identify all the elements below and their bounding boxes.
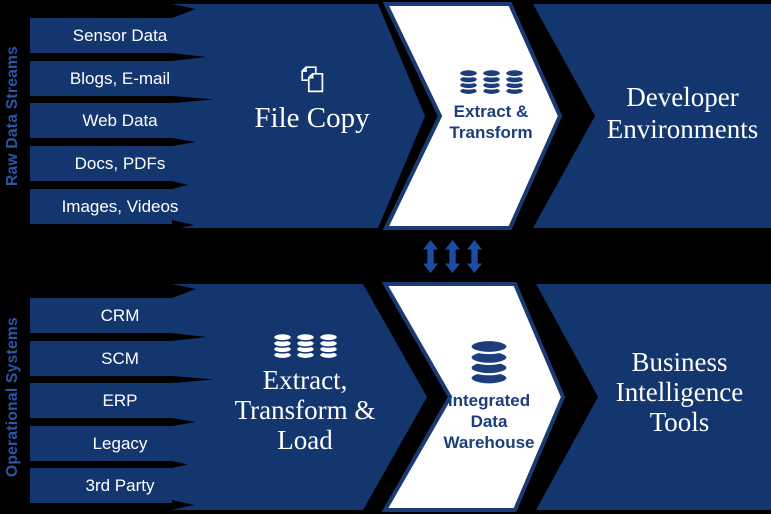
warehouse-stage: Integrated Data Warehouse: [407, 284, 571, 510]
etl-label-line2: Transform &: [234, 395, 376, 425]
source-bar-label: ERP: [102, 390, 138, 410]
source-bar-label: Web Data: [82, 110, 158, 130]
file-copy-chevron-shape: [172, 4, 425, 228]
raw-data-streams-label: Raw Data Streams: [4, 45, 21, 187]
database-stack-icon: [458, 69, 525, 95]
double-arrow-icon: [467, 240, 482, 273]
source-bar-scm: SCM: [30, 341, 172, 376]
etl-label-line1: Extract,: [262, 365, 348, 395]
source-bar-crm: CRM: [30, 298, 172, 333]
business-intelligence-line3: Tools: [649, 407, 710, 437]
etl-stage: Extract, Transform & Load: [175, 284, 435, 510]
business-intelligence-stage: Business Intelligence Tools: [592, 284, 767, 510]
developer-environments-line2: Environments: [606, 114, 759, 144]
source-bar-label: Images, Videos: [61, 196, 179, 216]
extract-transform-label-line1: Extract &: [453, 102, 529, 121]
business-intelligence-line1: Business: [631, 347, 728, 377]
database-icon: [295, 333, 315, 359]
source-bar-label: Blogs, E-mail: [69, 68, 171, 88]
extract-transform-stage: Extract & Transform: [408, 4, 574, 228]
database-stack-icon: [272, 333, 339, 359]
database-icon: [504, 69, 524, 95]
source-bar-label: Sensor Data: [72, 25, 168, 45]
source-bar-label: 3rd Party: [85, 475, 155, 495]
file-copy-label: File Copy: [254, 102, 370, 134]
source-bar-3rd-party: 3rd Party: [30, 468, 172, 503]
warehouse-label-line2: Data: [470, 412, 508, 431]
warehouse-label-line1: Integrated: [447, 391, 531, 410]
extract-transform-label-line2: Transform: [449, 123, 533, 142]
file-copy-stage: File Copy: [180, 4, 444, 228]
business-intelligence-band-shape: [536, 284, 771, 510]
double-arrow-icon: [423, 240, 438, 273]
source-bar-legacy: Legacy: [30, 426, 172, 461]
database-icon: [272, 333, 292, 359]
business-intelligence-line2: Intelligence: [615, 377, 744, 407]
bidirectional-connector: [423, 240, 482, 273]
etl-label-line3: Load: [277, 425, 333, 455]
source-bar-web-data: Web Data: [30, 103, 172, 138]
warehouse-chevron-shape: [381, 282, 566, 512]
developer-environments-band-shape: [533, 4, 771, 228]
etl-chevron-shape: [172, 284, 427, 510]
source-bar-images-videos: Images, Videos: [30, 189, 178, 224]
source-bar-label: Docs, PDFs: [74, 153, 166, 173]
source-bar-label: Legacy: [92, 433, 148, 453]
copy-pages-icon: [300, 66, 323, 93]
extract-transform-chevron-shape: [382, 2, 563, 230]
operational-systems-label: Operational Systems: [4, 317, 21, 477]
source-bar-label: CRM: [100, 305, 140, 325]
database-icon: [458, 69, 478, 95]
database-icon: [318, 333, 338, 359]
source-bar-label: SCM: [101, 348, 139, 368]
database-icon: [481, 69, 501, 95]
source-bar-sensor-data: Sensor Data: [30, 18, 172, 53]
warehouse-label-line3: Warehouse: [443, 433, 535, 452]
source-bar-docs-pdfs: Docs, PDFs: [30, 146, 172, 181]
source-bar-erp: ERP: [30, 383, 172, 418]
source-bar-blogs-email: Blogs, E-mail: [30, 61, 172, 96]
developer-environments-line1: Developer: [626, 82, 739, 112]
double-arrow-icon: [445, 240, 460, 273]
database-icon: [469, 339, 509, 385]
developer-environments-stage: Developer Environments: [594, 4, 771, 228]
